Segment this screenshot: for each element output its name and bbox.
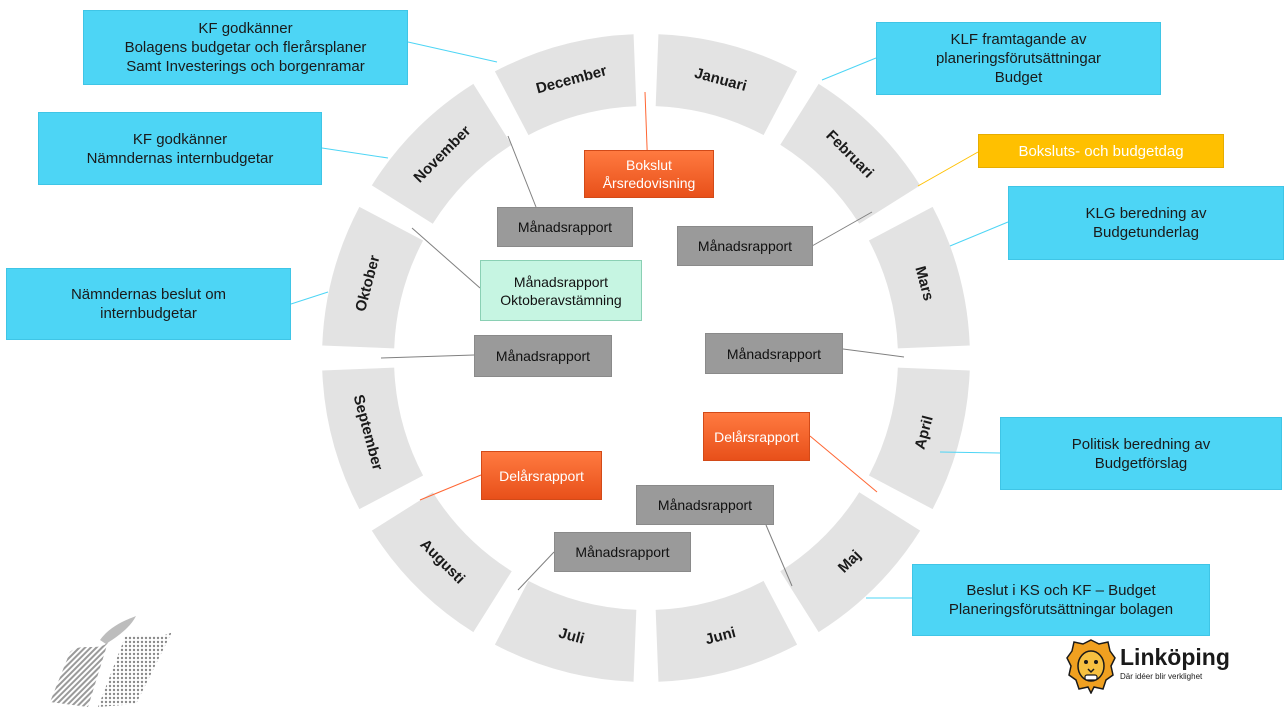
connector-manad-maj	[765, 524, 793, 587]
ring-segment-december	[494, 34, 637, 136]
connector-namnder-beslut	[290, 291, 329, 305]
report-manad-december: Månadsrapport	[497, 207, 633, 247]
connector-politisk	[939, 451, 1001, 454]
callout-politisk: Politisk beredning av Budgetförslag	[1000, 417, 1282, 490]
connector-lines	[290, 41, 1009, 599]
ring-segments	[322, 34, 970, 682]
ring-segment-november	[371, 83, 512, 224]
connector-klg	[949, 221, 1009, 247]
connector-manad-sep	[380, 354, 475, 359]
connector-manad-feb	[811, 211, 873, 247]
logo-name: Linköping	[1120, 644, 1230, 670]
connector-manad-dec	[507, 135, 537, 208]
report-bokslut: Bokslut Årsredovisning	[584, 150, 714, 198]
ring-segment-oktober	[322, 206, 424, 349]
callout-beslut-ks-kf: Beslut i KS och KF – Budget Planeringsfö…	[912, 564, 1210, 636]
callout-kf-namnder: KF godkänner Nämndernas internbudgetar	[38, 112, 322, 185]
callout-klg: KLG beredning av Budgetunderlag	[1008, 186, 1284, 260]
connector-delar-aug	[419, 474, 482, 501]
ring-segment-september	[322, 367, 424, 510]
report-manad-september: Månadsrapport	[474, 335, 612, 377]
connector-kf-bolagen	[407, 41, 498, 63]
connector-manad-apr	[842, 348, 905, 358]
report-delar-april: Delårsrapport	[703, 412, 810, 461]
ring-segment-februari	[780, 83, 921, 224]
connector-oktober	[411, 227, 481, 289]
connector-kf-namnder	[321, 147, 389, 159]
ring-segment-maj	[780, 492, 921, 633]
ring-segment-juli	[494, 580, 637, 682]
month-label-juli: Juli	[557, 625, 586, 648]
report-manad-februari: Månadsrapport	[677, 226, 813, 266]
ring-segment-april	[868, 367, 970, 510]
connector-klf	[821, 57, 877, 81]
logo-tagline: Där idéer blir verklighet	[1120, 672, 1203, 681]
ring-segment-augusti	[371, 492, 512, 633]
decorative-emblem-icon	[50, 616, 172, 707]
lion-icon	[1066, 639, 1116, 694]
ring-segment-mars	[868, 206, 970, 349]
ring-segment-juni	[655, 580, 798, 682]
connector-manad-jun	[517, 551, 555, 591]
callout-klf: KLF framtagande av planeringsförutsättni…	[876, 22, 1161, 95]
ring-segment-januari	[655, 34, 798, 136]
callout-boksluts-budgetdag: Boksluts- och budgetdag	[978, 134, 1224, 168]
report-manad-juni: Månadsrapport	[554, 532, 691, 572]
callout-kf-bolagen: KF godkänner Bolagens budgetar och flerå…	[83, 10, 408, 85]
report-delar-augusti: Delårsrapport	[481, 451, 602, 500]
linkoping-logo: Linköping Där idéer blir verklighet	[1066, 638, 1236, 694]
report-manad-april: Månadsrapport	[705, 333, 843, 374]
report-manad-maj: Månadsrapport	[636, 485, 774, 525]
connector-boksluts	[917, 151, 979, 187]
connector-delar-apr	[809, 435, 878, 493]
report-oktoberavstamning: Månadsrapport Oktoberavstämning	[480, 260, 642, 321]
callout-namnder-beslut: Nämndernas beslut om internbudgetar	[6, 268, 291, 340]
